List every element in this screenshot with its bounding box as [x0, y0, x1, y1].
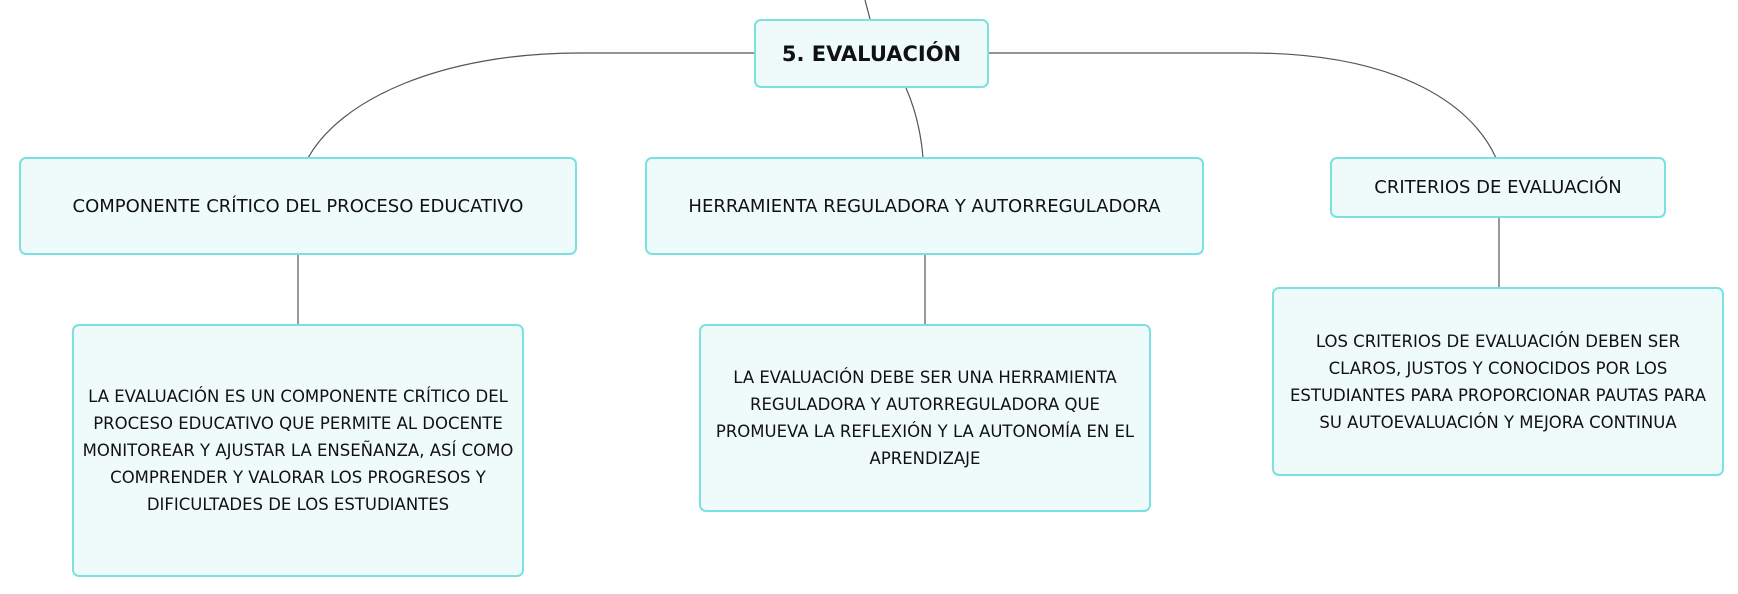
connector-root-to-branch-3 — [988, 52, 1497, 159]
detail-node-herramienta-reguladora[interactable]: LA EVALUACIÓN DEBE SER UNA HERRAMIENTA R… — [699, 324, 1151, 512]
detail-node-criterios-evaluacion[interactable]: LOS CRITERIOS DE EVALUACIÓN DEBEN SER CL… — [1272, 287, 1724, 476]
detail-node-text: LA EVALUACIÓN DEBE SER UNA HERRAMIENTA R… — [715, 368, 1135, 468]
detail-node-componente-critico[interactable]: LA EVALUACIÓN ES UN COMPONENTE CRÍTICO D… — [72, 324, 524, 577]
branch-node-criterios-evaluacion[interactable]: CRITERIOS DE EVALUACIÓN — [1330, 157, 1666, 218]
branch-node-componente-critico[interactable]: COMPONENTE CRÍTICO DEL PROCESO EDUCATIVO — [19, 157, 577, 255]
connector-root-to-branch-2 — [905, 87, 924, 159]
branch-node-herramienta-reguladora[interactable]: HERRAMIENTA REGULADORA Y AUTORREGULADORA — [645, 157, 1204, 255]
root-node[interactable]: 5. EVALUACIÓN — [754, 19, 989, 88]
branch-node-label: CRITERIOS DE EVALUACIÓN — [1374, 177, 1622, 198]
root-node-label: 5. EVALUACIÓN — [781, 41, 962, 66]
branch-node-label: COMPONENTE CRÍTICO DEL PROCESO EDUCATIVO — [72, 195, 524, 217]
connector-root-to-branch-1 — [307, 52, 754, 159]
branch-node-label: HERRAMIENTA REGULADORA Y AUTORREGULADORA — [688, 195, 1161, 217]
detail-node-text: LA EVALUACIÓN ES UN COMPONENTE CRÍTICO D… — [82, 387, 514, 514]
detail-node-text: LOS CRITERIOS DE EVALUACIÓN DEBEN SER CL… — [1289, 331, 1706, 432]
connector-incoming-root — [864, 0, 871, 20]
